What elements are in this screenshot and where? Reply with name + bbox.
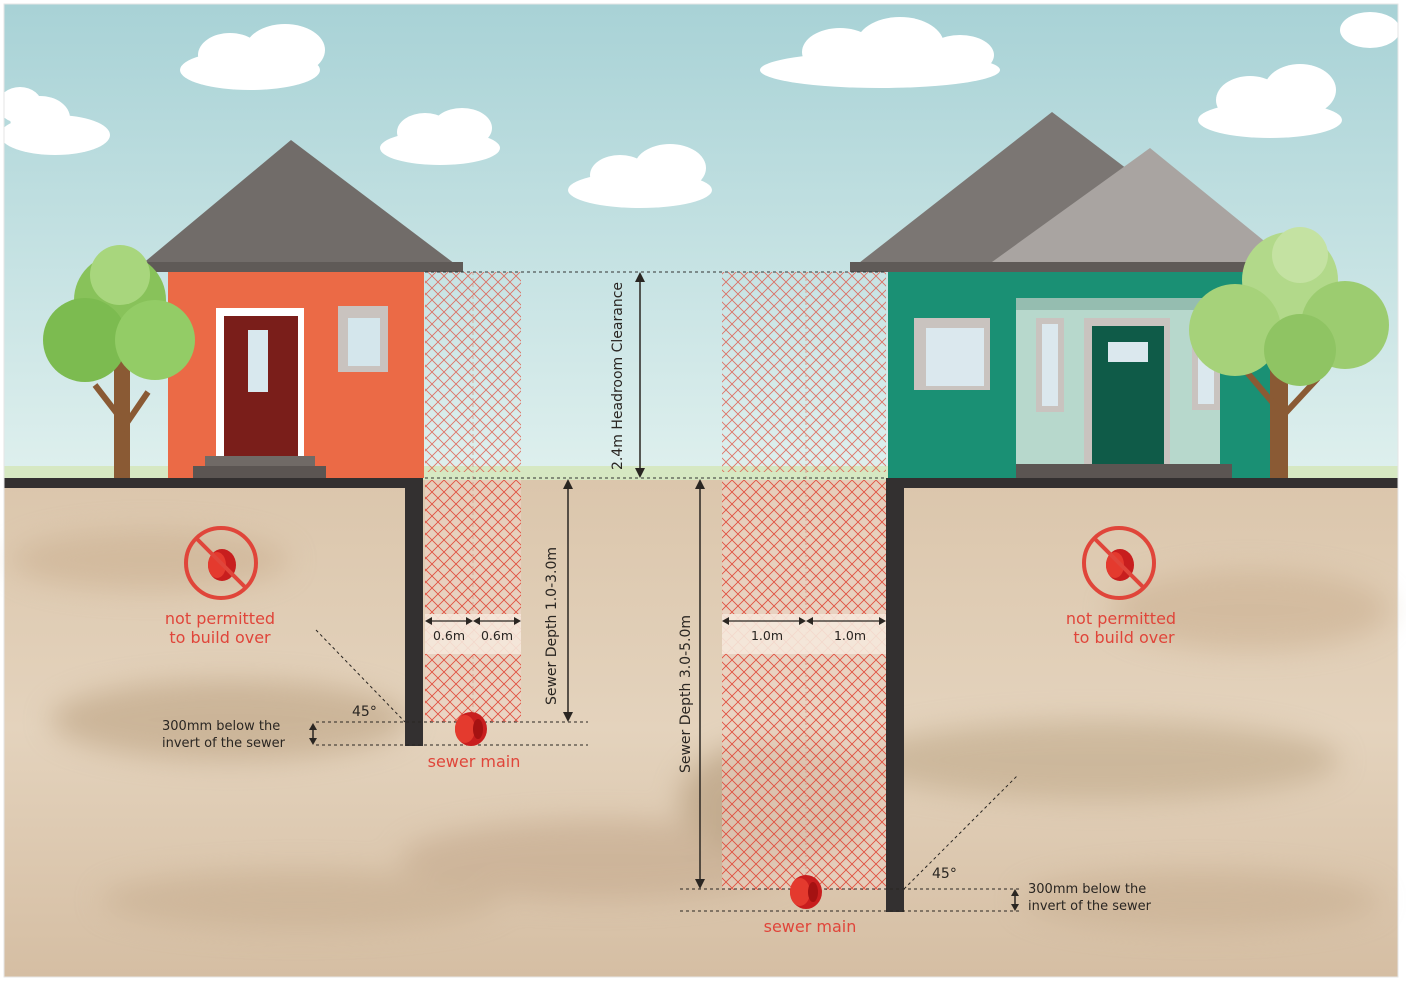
- offset-right-a: 1.0m: [751, 628, 783, 643]
- tree-icon: [1189, 227, 1389, 478]
- left-house: [135, 140, 463, 478]
- offset-right-b: 1.0m: [834, 628, 866, 643]
- left-angle-guides: [309, 629, 588, 746]
- sewer-pipe-icon: [790, 875, 822, 909]
- not-permitted-left-line2: to build over: [169, 628, 271, 647]
- not-permitted-right-line2: to build over: [1073, 628, 1175, 647]
- cloud-icon: [1198, 64, 1342, 138]
- below-invert-left-line1: 300mm below the: [162, 719, 280, 734]
- cloud-icon: [180, 24, 325, 90]
- left-exclusion-zone: [425, 272, 521, 722]
- right-angle-guides: [680, 774, 1020, 912]
- angle-left-label: 45°: [352, 704, 377, 720]
- below-invert-left-line2: invert of the sewer: [162, 736, 286, 751]
- cloud-icon: [568, 144, 712, 208]
- sewer-main-left-label: sewer main: [428, 752, 521, 771]
- cloud-icon: [380, 108, 500, 165]
- left-foundation-wall: [405, 478, 423, 746]
- cloud-icon: [0, 87, 110, 155]
- frame: [3, 3, 1399, 978]
- no-build-prohibition-icon: [1082, 526, 1156, 600]
- right-foundation-wall: [886, 478, 904, 912]
- right-exclusion-zone: [722, 272, 886, 890]
- not-permitted-left-line1: not permitted: [165, 609, 275, 628]
- headroom-label: 2.4m Headroom Clearance: [610, 282, 626, 470]
- headroom-dimension: [635, 272, 645, 478]
- tree-icon: [43, 245, 195, 478]
- shallow-depth-dimension: [563, 479, 573, 722]
- left-foundation-slab: [4, 478, 422, 488]
- no-build-prohibition-icon: [184, 526, 258, 600]
- sewer-depth-shallow-label: Sewer Depth 1.0-3.0m: [544, 547, 560, 705]
- cloud-icon: [1340, 12, 1400, 48]
- cloud-icon: [760, 17, 1000, 88]
- offset-left-a: 0.6m: [433, 628, 465, 643]
- below-invert-right-line2: invert of the sewer: [1028, 899, 1152, 914]
- left-offset-arrows: [425, 617, 521, 625]
- sewer-pipe-icon: [455, 712, 487, 746]
- sewer-main-right-label: sewer main: [764, 917, 857, 936]
- angle-right-label: 45°: [932, 866, 957, 882]
- sewer-depth-deep-label: Sewer Depth 3.0-5.0m: [678, 615, 694, 773]
- right-offset-arrows: [722, 617, 886, 625]
- not-permitted-right-line1: not permitted: [1066, 609, 1176, 628]
- below-invert-right-line1: 300mm below the: [1028, 882, 1146, 897]
- offset-left-b: 0.6m: [481, 628, 513, 643]
- deep-depth-dimension: [695, 479, 705, 889]
- right-foundation-slab: [886, 478, 1398, 488]
